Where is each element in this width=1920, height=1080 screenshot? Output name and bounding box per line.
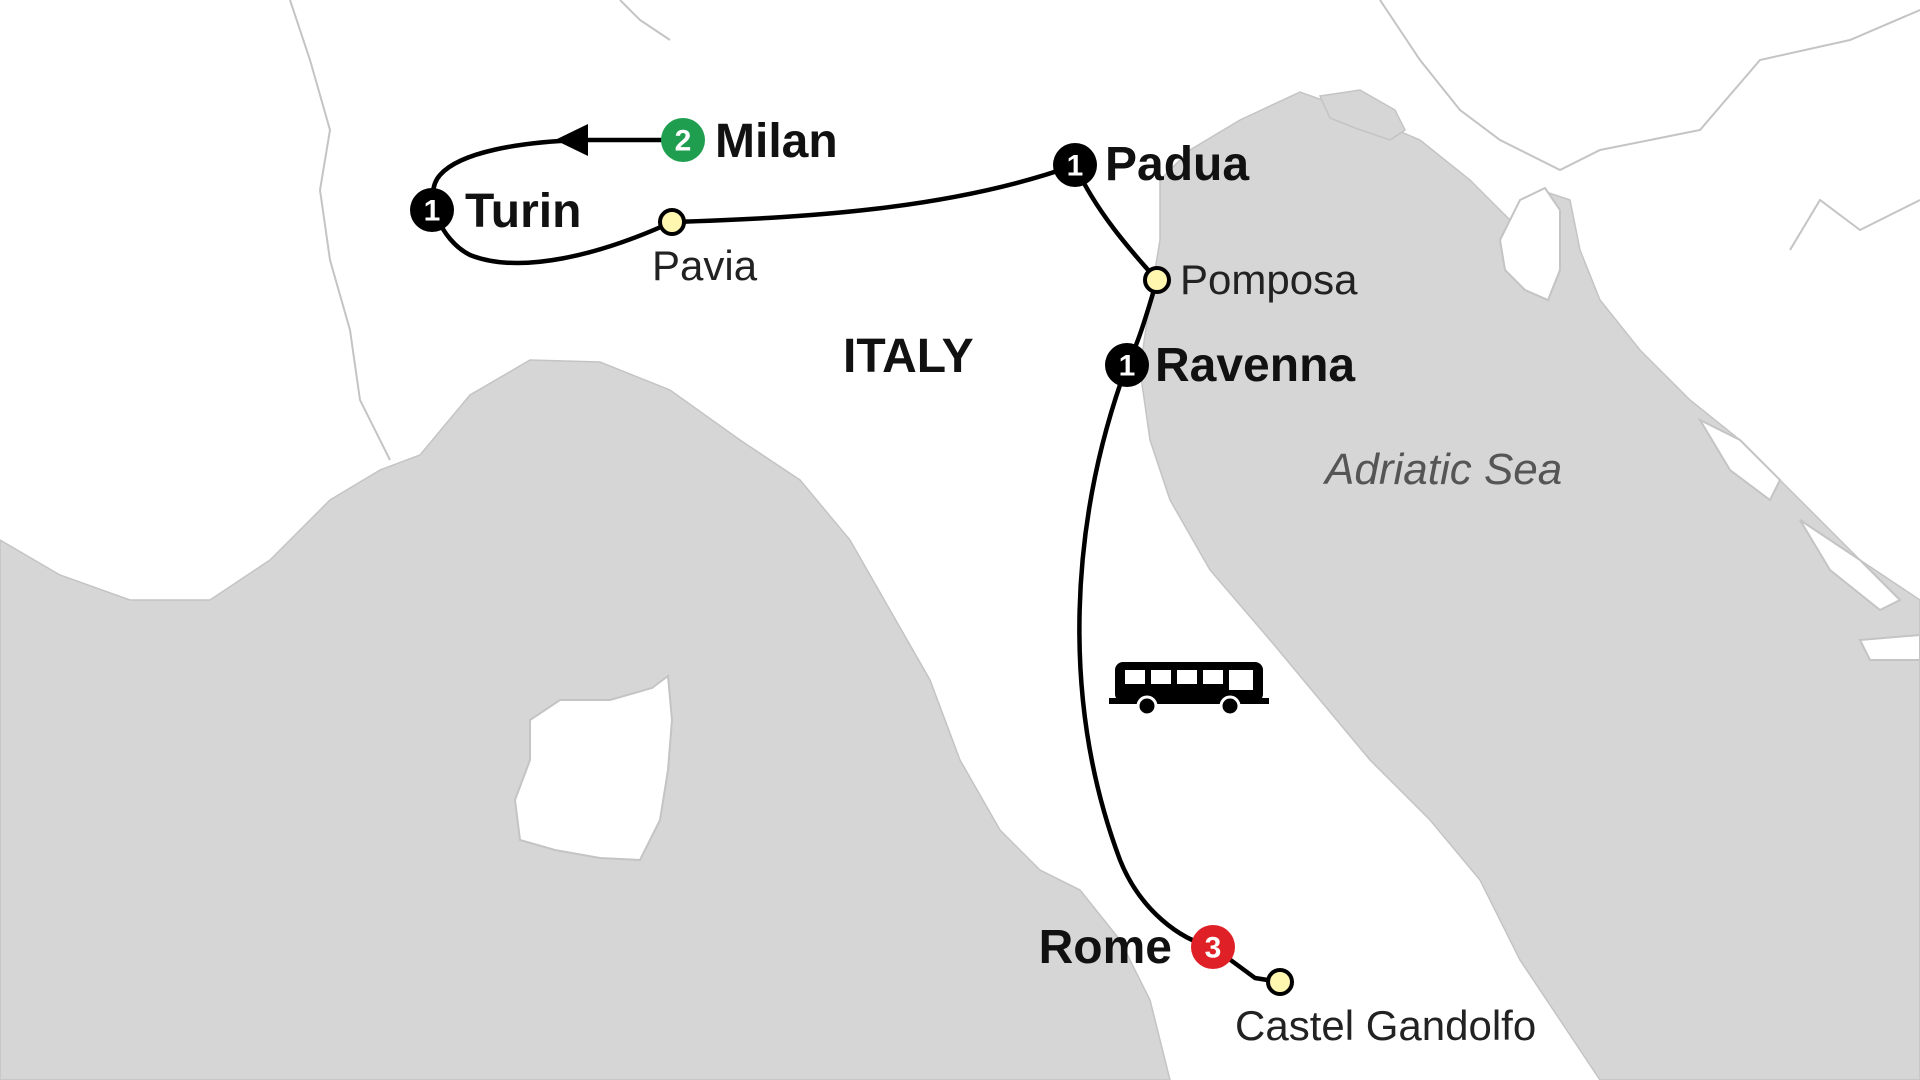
end-nights-badge — [1191, 925, 1235, 969]
via-point-dot — [658, 208, 686, 236]
route-segment-pavia-padua — [669, 162, 1078, 225]
nights-badge — [410, 188, 454, 232]
sea-label: Adriatic Sea — [1322, 445, 1562, 494]
nights-badge — [1053, 143, 1097, 187]
via-point-dot — [1143, 266, 1171, 294]
country-border — [1789, 198, 1920, 251]
adriatic-sea — [1139, 91, 1920, 1080]
via-point-label: Pavia — [652, 242, 758, 289]
via-point-pavia: Pavia — [652, 208, 758, 289]
bus-icon — [1109, 662, 1269, 717]
via-point-label: Castel Gandolfo — [1235, 1002, 1536, 1049]
lagoon — [1318, 89, 1406, 141]
country-border — [1379, 0, 1920, 172]
stop-label: Turin — [465, 185, 581, 238]
nights-count: 1 — [1067, 150, 1084, 183]
stop-label: Ravenna — [1155, 339, 1355, 392]
stop-ravenna: 1 Ravenna — [1105, 339, 1355, 392]
dalmatian-island — [1858, 633, 1920, 661]
stop-label: Padua — [1105, 138, 1249, 191]
stop-milan: 2 Milan — [661, 115, 838, 168]
stop-turin: 1 Turin — [410, 185, 581, 238]
stop-padua: 1 Padua — [1053, 138, 1249, 191]
stop-label: Rome — [1039, 921, 1172, 974]
dalmatian-island — [1697, 417, 1782, 502]
direction-arrow-icon — [555, 124, 588, 156]
dalmatian-island — [1799, 519, 1902, 612]
stop-label: Milan — [715, 115, 838, 168]
country-border — [619, 0, 671, 41]
nights-count: 1 — [424, 195, 441, 228]
country-label: ITALY — [843, 330, 974, 383]
via-point-castel-gandolfo: Castel Gandolfo — [1235, 968, 1536, 1049]
nights-count: 1 — [1119, 350, 1136, 383]
corsica-island — [513, 674, 674, 862]
country-border — [289, 0, 391, 461]
via-point-label: Pomposa — [1180, 256, 1358, 303]
via-point-dot — [1266, 968, 1294, 996]
via-point-pomposa: Pomposa — [1143, 256, 1358, 303]
start-nights-badge — [661, 118, 705, 162]
istria-peninsula — [1498, 186, 1561, 302]
route-segment-ravenna-rome — [1077, 362, 1216, 950]
nights-count: 3 — [1205, 932, 1222, 965]
nights-count: 2 — [675, 125, 692, 158]
stop-rome: 3 Rome — [1039, 921, 1235, 974]
nights-badge — [1105, 343, 1149, 387]
